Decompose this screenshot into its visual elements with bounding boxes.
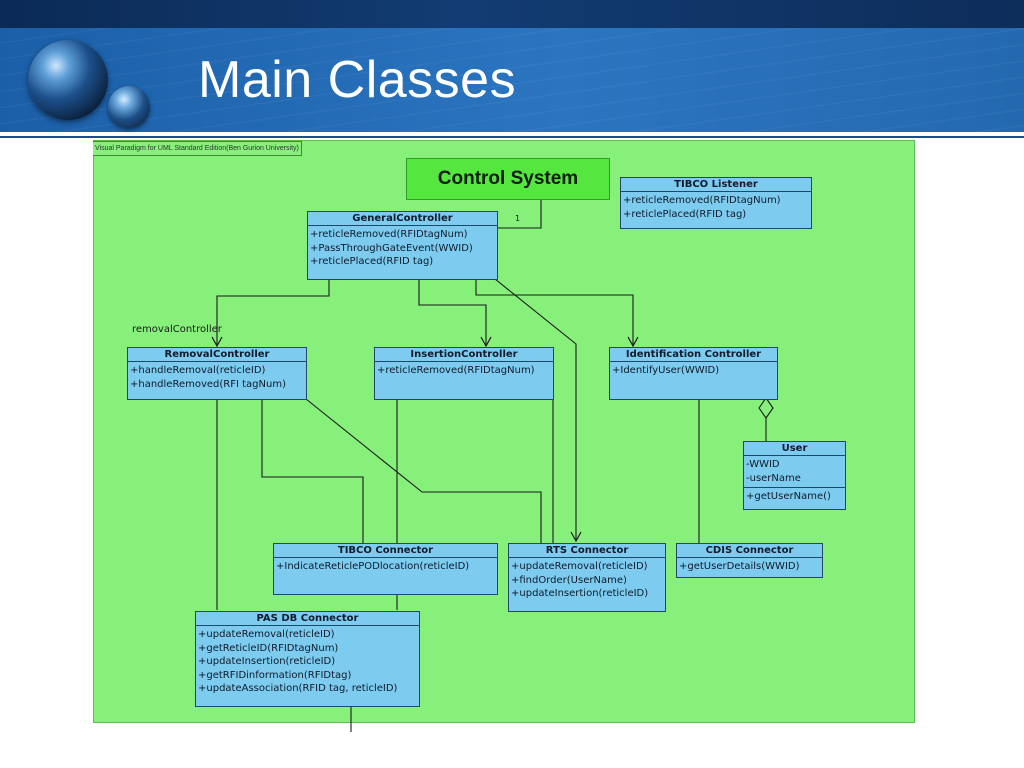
class-removal-controller: RemovalController +handleRemoval(reticle… [127, 347, 307, 400]
globe-logo-icon [28, 40, 108, 120]
operation: +handleRemoved(RFI tagNum) [130, 378, 286, 390]
operation: +getUserDetails(WWID) [679, 561, 800, 572]
class-name: TIBCO Connector [274, 544, 497, 558]
class-name: TIBCO Listener [621, 178, 811, 192]
operation: +reticleRemoved(RFIDtagNum) [310, 229, 468, 240]
arrow-general-to-removal [211, 279, 330, 348]
operation: +IndicateReticlePODlocation(reticleID) [276, 561, 470, 572]
operation: +findOrder(UserName) [511, 574, 627, 586]
class-name: InsertionController [375, 348, 553, 362]
assoc-removal-to-rts [305, 398, 542, 543]
operation: +reticlePlaced(RFID tag) [310, 256, 434, 267]
class-name: RTS Connector [509, 544, 665, 558]
class-name: PAS DB Connector [196, 612, 419, 626]
class-insertion-controller: InsertionController +reticleRemoved(RFID… [374, 347, 554, 400]
class-name: Identification Controller [610, 348, 777, 362]
operation: +reticleRemoved(RFIDtagNum) [377, 365, 535, 376]
attribute: -userName [746, 472, 801, 484]
small-globe-icon [108, 86, 150, 128]
top-band [0, 0, 1024, 28]
class-pas-db-connector: PAS DB Connector +updateRemoval(reticleI… [195, 611, 420, 707]
slide-header [0, 28, 1024, 132]
header-divider [0, 132, 1024, 138]
arrow-general-to-insertion [418, 279, 492, 348]
class-identification-controller: Identification Controller +IdentifyUser(… [609, 347, 778, 400]
operation: +handleRemoval(reticleID) [130, 365, 266, 376]
control-system-package: Control System [406, 158, 610, 200]
attribute: -WWID [746, 459, 780, 470]
operation: +updateInsertion(reticleID) [198, 656, 336, 667]
operation: +reticlePlaced(RFID tag) [623, 208, 747, 220]
class-name: User [744, 442, 845, 456]
aggregation-diamond-icon [758, 397, 774, 419]
class-name: RemovalController [128, 348, 306, 362]
arrow-general-to-identification [475, 279, 639, 348]
role-label: removalController [132, 324, 222, 335]
operation: +updateInsertion(reticleID) [511, 588, 649, 599]
operation: +getRFIDinformation(RFIDtag) [198, 669, 352, 681]
class-name: CDIS Connector [677, 544, 822, 558]
arrow-general-to-rts [494, 278, 582, 543]
class-tibco-listener: TIBCO Listener +reticleRemoved(RFIDtagNu… [620, 177, 812, 229]
operation: +getReticleID(RFIDtagNum) [198, 642, 339, 654]
class-cdis-connector: CDIS Connector +getUserDetails(WWID) [676, 543, 823, 578]
operation: +IdentifyUser(WWID) [612, 365, 720, 376]
operation: +PassThroughGateEvent(WWID) [310, 242, 473, 254]
operation: +reticleRemoved(RFIDtagNum) [623, 195, 781, 206]
assoc-removal-to-tibco [261, 399, 364, 543]
class-tibco-connector: TIBCO Connector +IndicateReticlePODlocat… [273, 543, 498, 595]
class-name: GeneralController [308, 212, 497, 226]
class-general-controller: GeneralController +reticleRemoved(RFIDta… [307, 211, 498, 280]
operation: +updateAssociation(RFID tag, reticleID) [198, 683, 398, 694]
class-user: User -WWID -userName +getUserName() [743, 441, 846, 510]
slide-title: Main Classes [198, 51, 517, 109]
class-rts-connector: RTS Connector +updateRemoval(reticleID) … [508, 543, 666, 612]
tool-caption: Visual Paradigm for UML Standard Edition… [93, 141, 302, 156]
multiplicity-label: 1 [515, 214, 521, 223]
operation: +updateRemoval(reticleID) [511, 561, 648, 572]
assoc-general-to-package [498, 198, 542, 229]
operation: +updateRemoval(reticleID) [198, 629, 335, 640]
operation: +getUserName() [746, 491, 831, 502]
